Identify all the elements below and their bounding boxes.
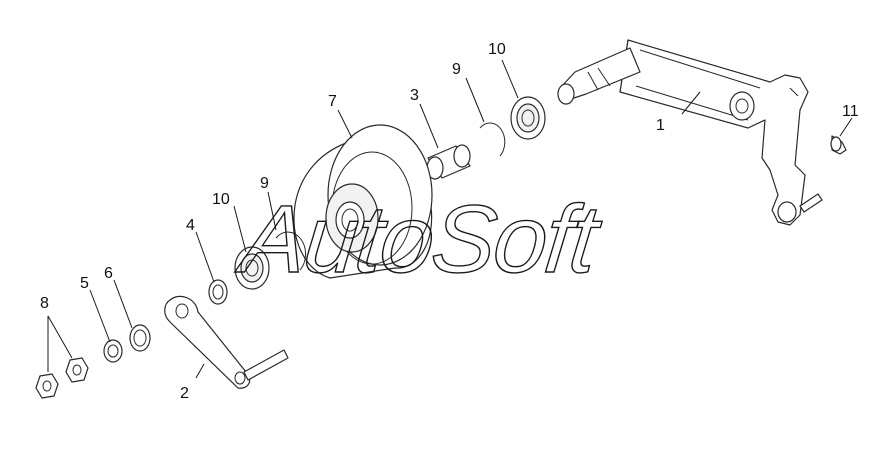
callout-9-upper: 9 <box>452 61 461 78</box>
part-3-bushing <box>426 144 471 180</box>
part-10-bearing-lower <box>234 246 270 290</box>
part-2-lever <box>164 295 289 389</box>
part-10-bearing-upper <box>510 96 546 140</box>
callout-3: 3 <box>410 87 419 104</box>
callout-10-lower: 10 <box>212 191 230 208</box>
callouts: 1 2 3 4 5 6 7 8 9 9 10 10 11 <box>40 41 859 402</box>
callout-8: 8 <box>40 295 49 312</box>
callout-7: 7 <box>328 93 337 110</box>
callout-9-lower: 9 <box>260 175 269 192</box>
part-5-washer <box>103 339 123 363</box>
part-8-nut-inner <box>65 357 89 383</box>
part-4-spacer <box>208 279 228 305</box>
part-8-nut-outer <box>35 373 59 399</box>
callout-1: 1 <box>656 117 665 134</box>
callout-11: 11 <box>842 103 859 120</box>
part-1-bracket-arm <box>557 39 823 226</box>
part-7-pulley <box>293 124 433 279</box>
callout-2: 2 <box>180 385 189 402</box>
watermark-text: AutoSoft <box>232 186 607 293</box>
callout-10-upper: 10 <box>488 41 506 58</box>
leader-lines <box>47 59 853 379</box>
callout-6: 6 <box>104 265 113 282</box>
part-6-washer <box>129 324 151 352</box>
callout-5: 5 <box>80 275 89 292</box>
callout-4: 4 <box>186 217 195 234</box>
part-9-retaining-ring-lower <box>275 231 307 271</box>
part-9-retaining-ring-upper <box>479 122 506 157</box>
part-11-bolt <box>830 135 847 155</box>
